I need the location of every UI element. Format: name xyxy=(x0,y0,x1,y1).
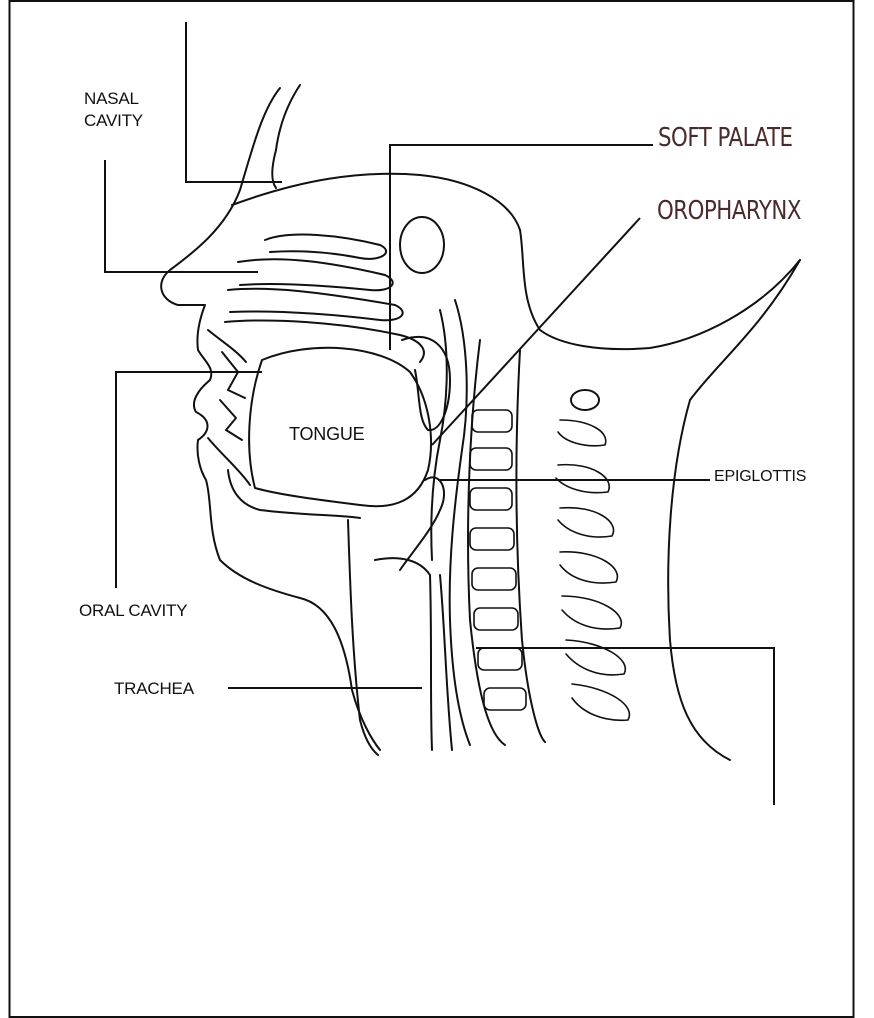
nasal-concha-middle xyxy=(238,259,393,290)
label-nasal-cavity: NASAL CAVITY xyxy=(84,88,143,132)
atlas xyxy=(571,390,599,410)
teeth-upper xyxy=(222,352,245,398)
sinus xyxy=(400,217,444,273)
label-trachea: TRACHEA xyxy=(114,678,194,700)
teeth-lower xyxy=(220,400,242,440)
leader-line-nasal-cavity xyxy=(105,160,258,272)
label-oropharynx: OROPHARYNX xyxy=(657,200,801,222)
epiglottis-shape xyxy=(400,477,444,570)
label-oral-cavity: ORAL CAVITY xyxy=(79,600,187,622)
nasal-bone xyxy=(272,85,300,188)
face-profile-outline xyxy=(161,88,380,750)
spinous-processes xyxy=(556,420,629,720)
label-nasal-cavity-line2: CAVITY xyxy=(84,110,143,132)
label-epiglottis: EPIGLOTTIS xyxy=(714,466,806,488)
leader-line-top xyxy=(186,22,282,182)
pharynx-posterior-wall xyxy=(450,300,470,745)
posterior-neck-outline xyxy=(668,260,800,760)
leader-line-oral-cavity xyxy=(116,372,262,588)
nasal-concha-lower xyxy=(228,289,403,320)
mandible xyxy=(228,470,360,518)
spine-posterior xyxy=(516,350,545,742)
soft-palate-shape xyxy=(402,337,450,430)
nasal-concha-upper xyxy=(265,235,386,259)
label-tongue: TONGUE xyxy=(289,423,364,445)
label-nasal-cavity-line1: NASAL xyxy=(84,88,143,110)
anatomy-drawing xyxy=(161,85,800,760)
label-soft-palate: SOFT PALATE xyxy=(658,127,792,149)
hard-palate xyxy=(225,321,424,362)
trachea-back xyxy=(430,575,432,750)
